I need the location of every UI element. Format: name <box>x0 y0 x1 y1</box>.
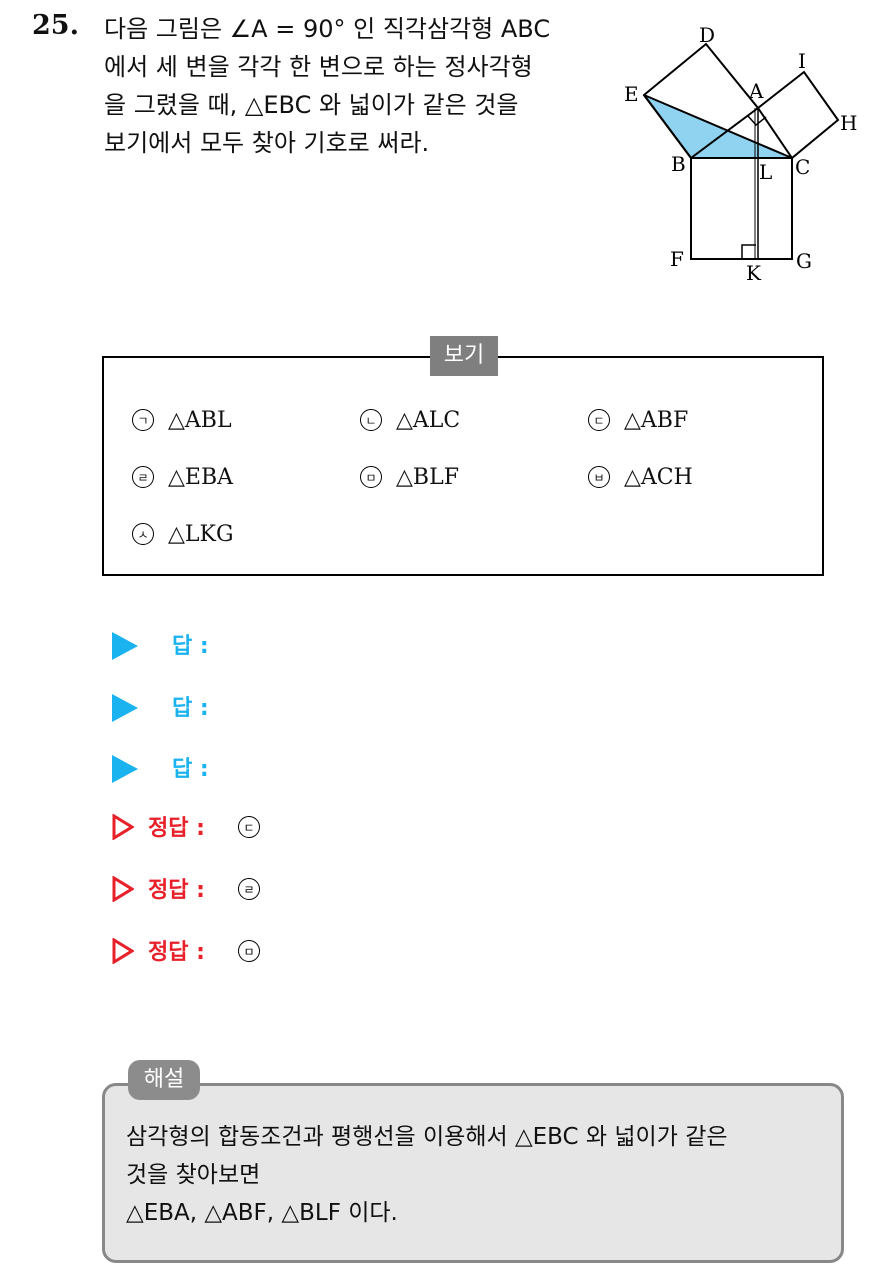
question-line: 보기에서 모두 찾아 기호로 써라. <box>104 129 430 157</box>
correct-answer-label: 정답 : <box>148 940 205 965</box>
choice-mieum: ㅁ △BLF <box>360 465 459 490</box>
correct-answer-value: ㅁ <box>238 940 260 962</box>
question-number: 25. <box>32 10 79 41</box>
choice-siot: ㅅ △LKG <box>132 522 234 547</box>
choice-mark: ㅁ <box>360 466 382 488</box>
label-d: D <box>699 23 715 47</box>
solution-box <box>102 1083 844 1263</box>
label-k: K <box>746 261 762 285</box>
question-line: 다음 그림은 ∠A = 90° 인 직각삼각형 ABC <box>104 15 551 43</box>
question-text: 다음 그림은 ∠A = 90° 인 직각삼각형 ABC 에서 세 변을 각각 한… <box>104 10 594 162</box>
solution-text: 삼각형의 합동조건과 평행선을 이용해서 △EBC 와 넓이가 같은 것을 찾아… <box>126 1118 836 1232</box>
choice-mark: ㅂ <box>588 466 610 488</box>
solution-title: 해설 <box>128 1060 200 1100</box>
choice-giyeok: ㄱ △ABL <box>132 408 232 433</box>
label-l: L <box>759 160 772 184</box>
play-arrow-icon <box>112 755 138 783</box>
choice-text: △ABL <box>168 408 232 433</box>
answer-label: 답 : <box>172 696 209 721</box>
play-arrow-icon <box>112 632 138 660</box>
choice-text: △EBA <box>168 465 234 490</box>
label-h: H <box>840 111 857 135</box>
choice-mark: ㄷ <box>588 409 610 431</box>
outline-arrow-icon <box>112 814 134 840</box>
label-c: C <box>795 155 810 179</box>
pythagoras-figure: D I E A H B L C F K G <box>624 23 857 285</box>
choice-text: △BLF <box>396 465 459 490</box>
square-on-ac <box>756 70 840 160</box>
question-line: 을 그렸을 때, △EBC 와 넓이가 같은 것을 <box>104 91 519 119</box>
answer-label: 답 : <box>172 757 209 782</box>
question-line: 에서 세 변을 각각 한 변으로 하는 정사각형 <box>104 53 533 81</box>
correct-answer-label: 정답 : <box>148 878 205 903</box>
solution-line: 것을 찾아보면 <box>126 1162 261 1188</box>
correct-answer-value: ㄷ <box>238 816 260 838</box>
choice-mark: ㄹ <box>132 466 154 488</box>
choice-mark: ㅅ <box>132 523 154 545</box>
choice-rieul: ㄹ △EBA <box>132 465 233 490</box>
correct-answer-label: 정답 : <box>148 816 205 841</box>
choice-text: △ALC <box>396 408 461 433</box>
segment-ec <box>643 94 793 159</box>
choice-nieun: ㄴ △ALC <box>360 408 460 433</box>
right-angle-k <box>741 244 756 259</box>
choice-text: △ACH <box>624 465 693 490</box>
outline-arrow-icon <box>112 876 134 902</box>
label-b: B <box>671 152 686 176</box>
choice-digeut: ㄷ △ABF <box>588 408 688 433</box>
choice-mark: ㄴ <box>360 409 382 431</box>
right-angle-a <box>747 115 767 127</box>
answer-label: 답 : <box>172 634 209 659</box>
segment-eb <box>643 94 692 159</box>
label-g: G <box>796 249 812 273</box>
choice-bieup: ㅂ △ACH <box>588 465 693 490</box>
label-i: I <box>798 49 806 73</box>
bogi-title: 보기 <box>430 336 498 376</box>
label-a: A <box>748 79 764 103</box>
label-e: E <box>624 82 639 106</box>
correct-answer-value: ㄹ <box>238 878 260 900</box>
choice-text: △LKG <box>168 522 234 547</box>
choice-mark: ㄱ <box>132 409 154 431</box>
choice-text: △ABF <box>624 408 689 433</box>
play-arrow-icon <box>112 694 138 722</box>
solution-line: △EBA, △ABF, △BLF 이다. <box>126 1200 398 1226</box>
square-on-bc <box>690 157 793 260</box>
outline-arrow-icon <box>112 938 134 964</box>
label-f: F <box>670 247 684 271</box>
solution-line: 삼각형의 합동조건과 평행선을 이용해서 △EBC 와 넓이가 같은 <box>126 1124 728 1150</box>
